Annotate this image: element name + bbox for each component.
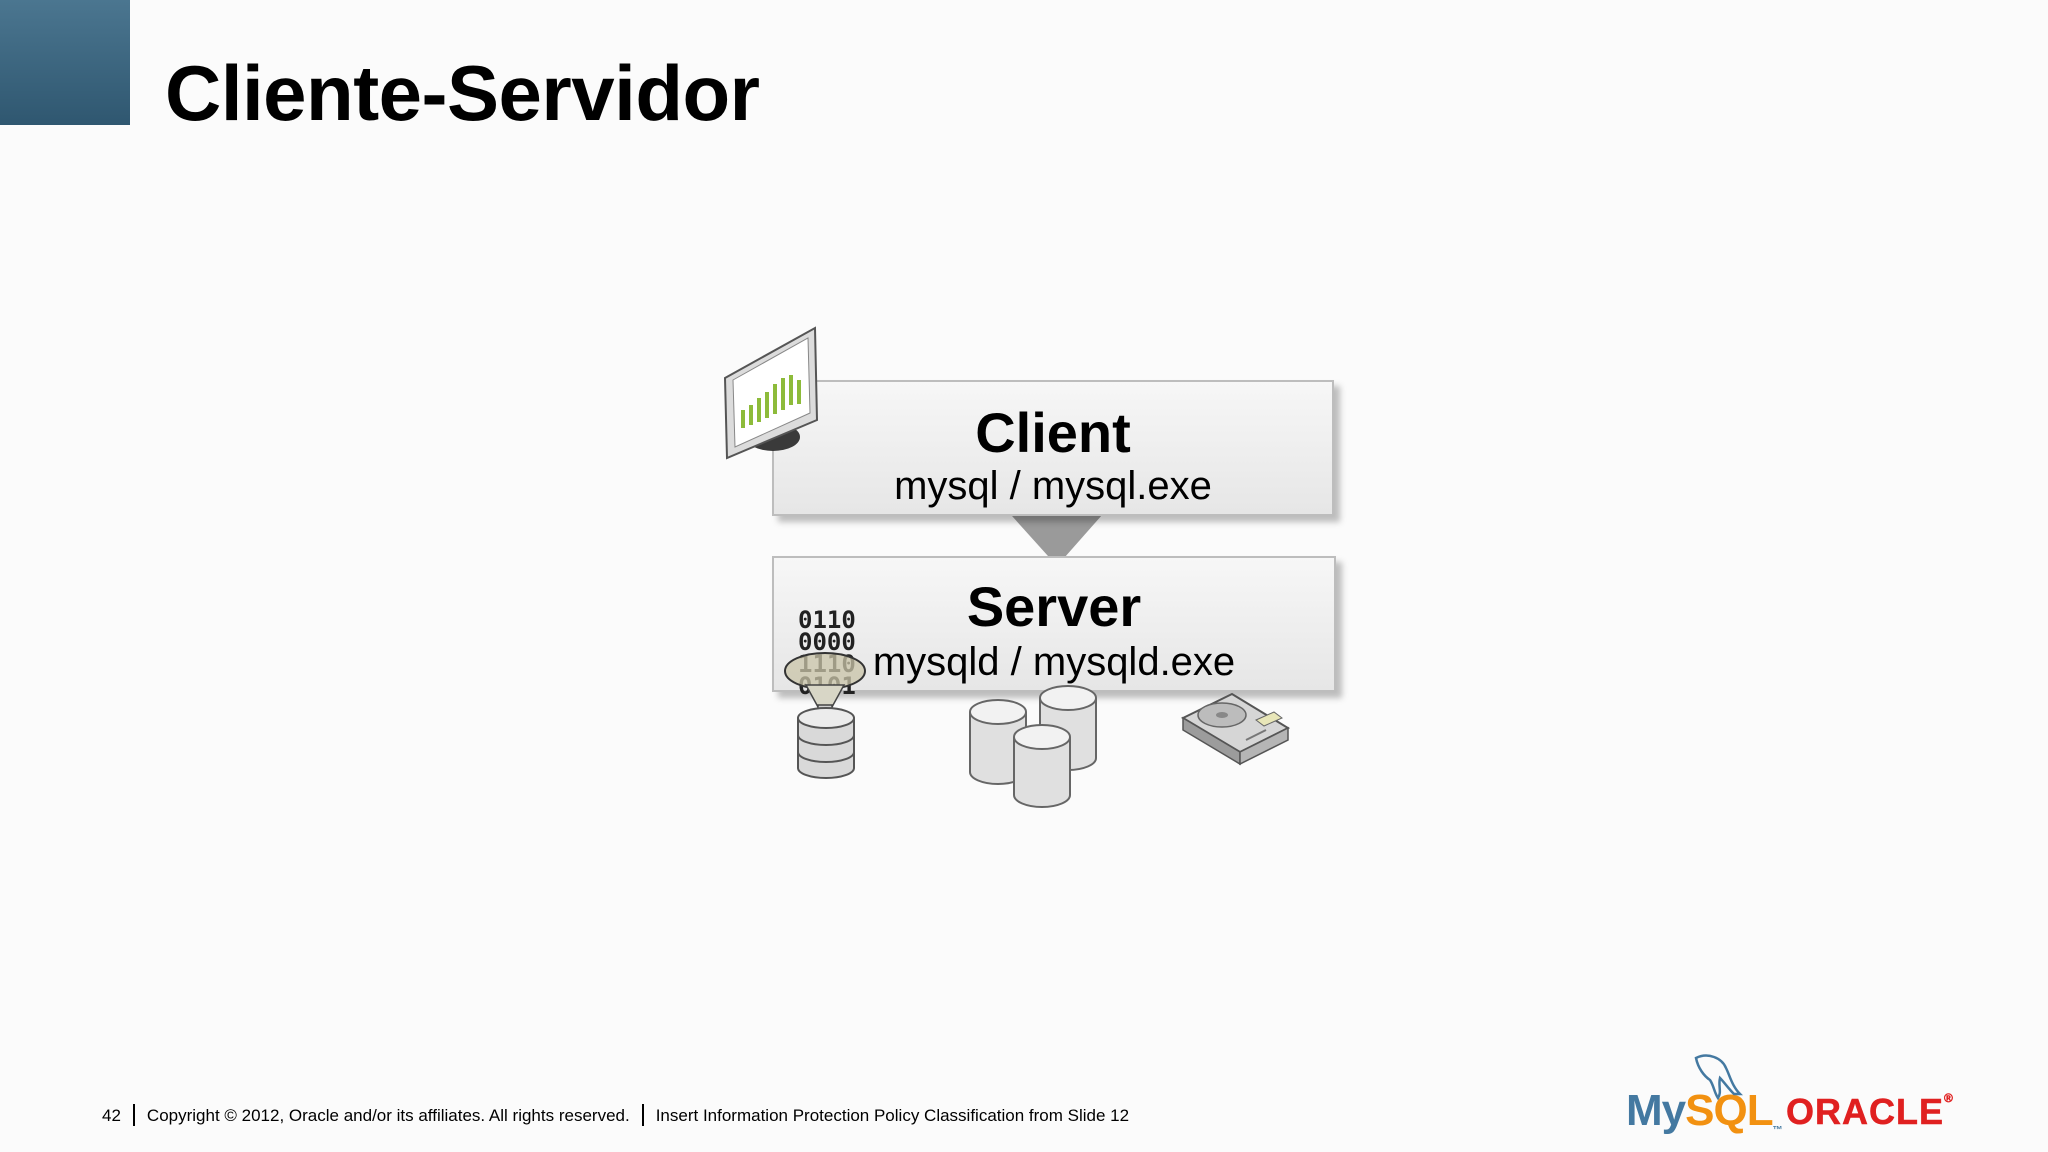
binary-row-1: 0110	[798, 606, 856, 634]
oracle-logo-text: ORACLE	[1786, 1091, 1944, 1133]
server-title: Server	[966, 575, 1142, 638]
server-box: Server mysqld / mysqld.exe	[772, 556, 1336, 692]
client-title: Client	[975, 401, 1131, 464]
mysql-trademark: ™	[1772, 1125, 1783, 1136]
mysql-logo-sql: SQL	[1685, 1086, 1773, 1135]
binary-row-2: 0000	[798, 628, 856, 656]
footer-divider	[132, 1104, 135, 1126]
hard-disk-icon	[1180, 692, 1291, 766]
mysql-logo: MySQL™	[1626, 1054, 1783, 1136]
classification-text: Insert Information Protection Policy Cla…	[655, 1106, 1130, 1125]
dolphin-icon	[1694, 1054, 1744, 1101]
copyright-text: Copyright © 2012, Oracle and/or its affi…	[146, 1106, 630, 1125]
mysql-logo-my: My	[1626, 1086, 1686, 1135]
page-number: 42	[102, 1106, 121, 1125]
footer: 42 Copyright © 2012, Oracle and/or its af…	[102, 1104, 1129, 1126]
client-subtitle: mysql / mysql.exe	[894, 464, 1212, 508]
down-arrow	[1003, 506, 1110, 566]
database-cylinder-1	[969, 699, 1027, 785]
slide-title: Cliente-Servidor	[165, 49, 760, 137]
monitor-icon	[723, 326, 819, 460]
oracle-logo: ORACLE®	[1786, 1091, 1954, 1133]
server-subtitle: mysqld / mysqld.exe	[872, 640, 1236, 684]
oracle-registered: ®	[1944, 1091, 1954, 1106]
binary-filter-database-icon: 0110 0000 1110 0101	[784, 606, 866, 779]
corner-accent-block	[0, 0, 130, 125]
database-cylinder-3	[1013, 724, 1071, 808]
database-cluster-icon	[969, 685, 1097, 808]
footer-divider	[641, 1104, 644, 1126]
